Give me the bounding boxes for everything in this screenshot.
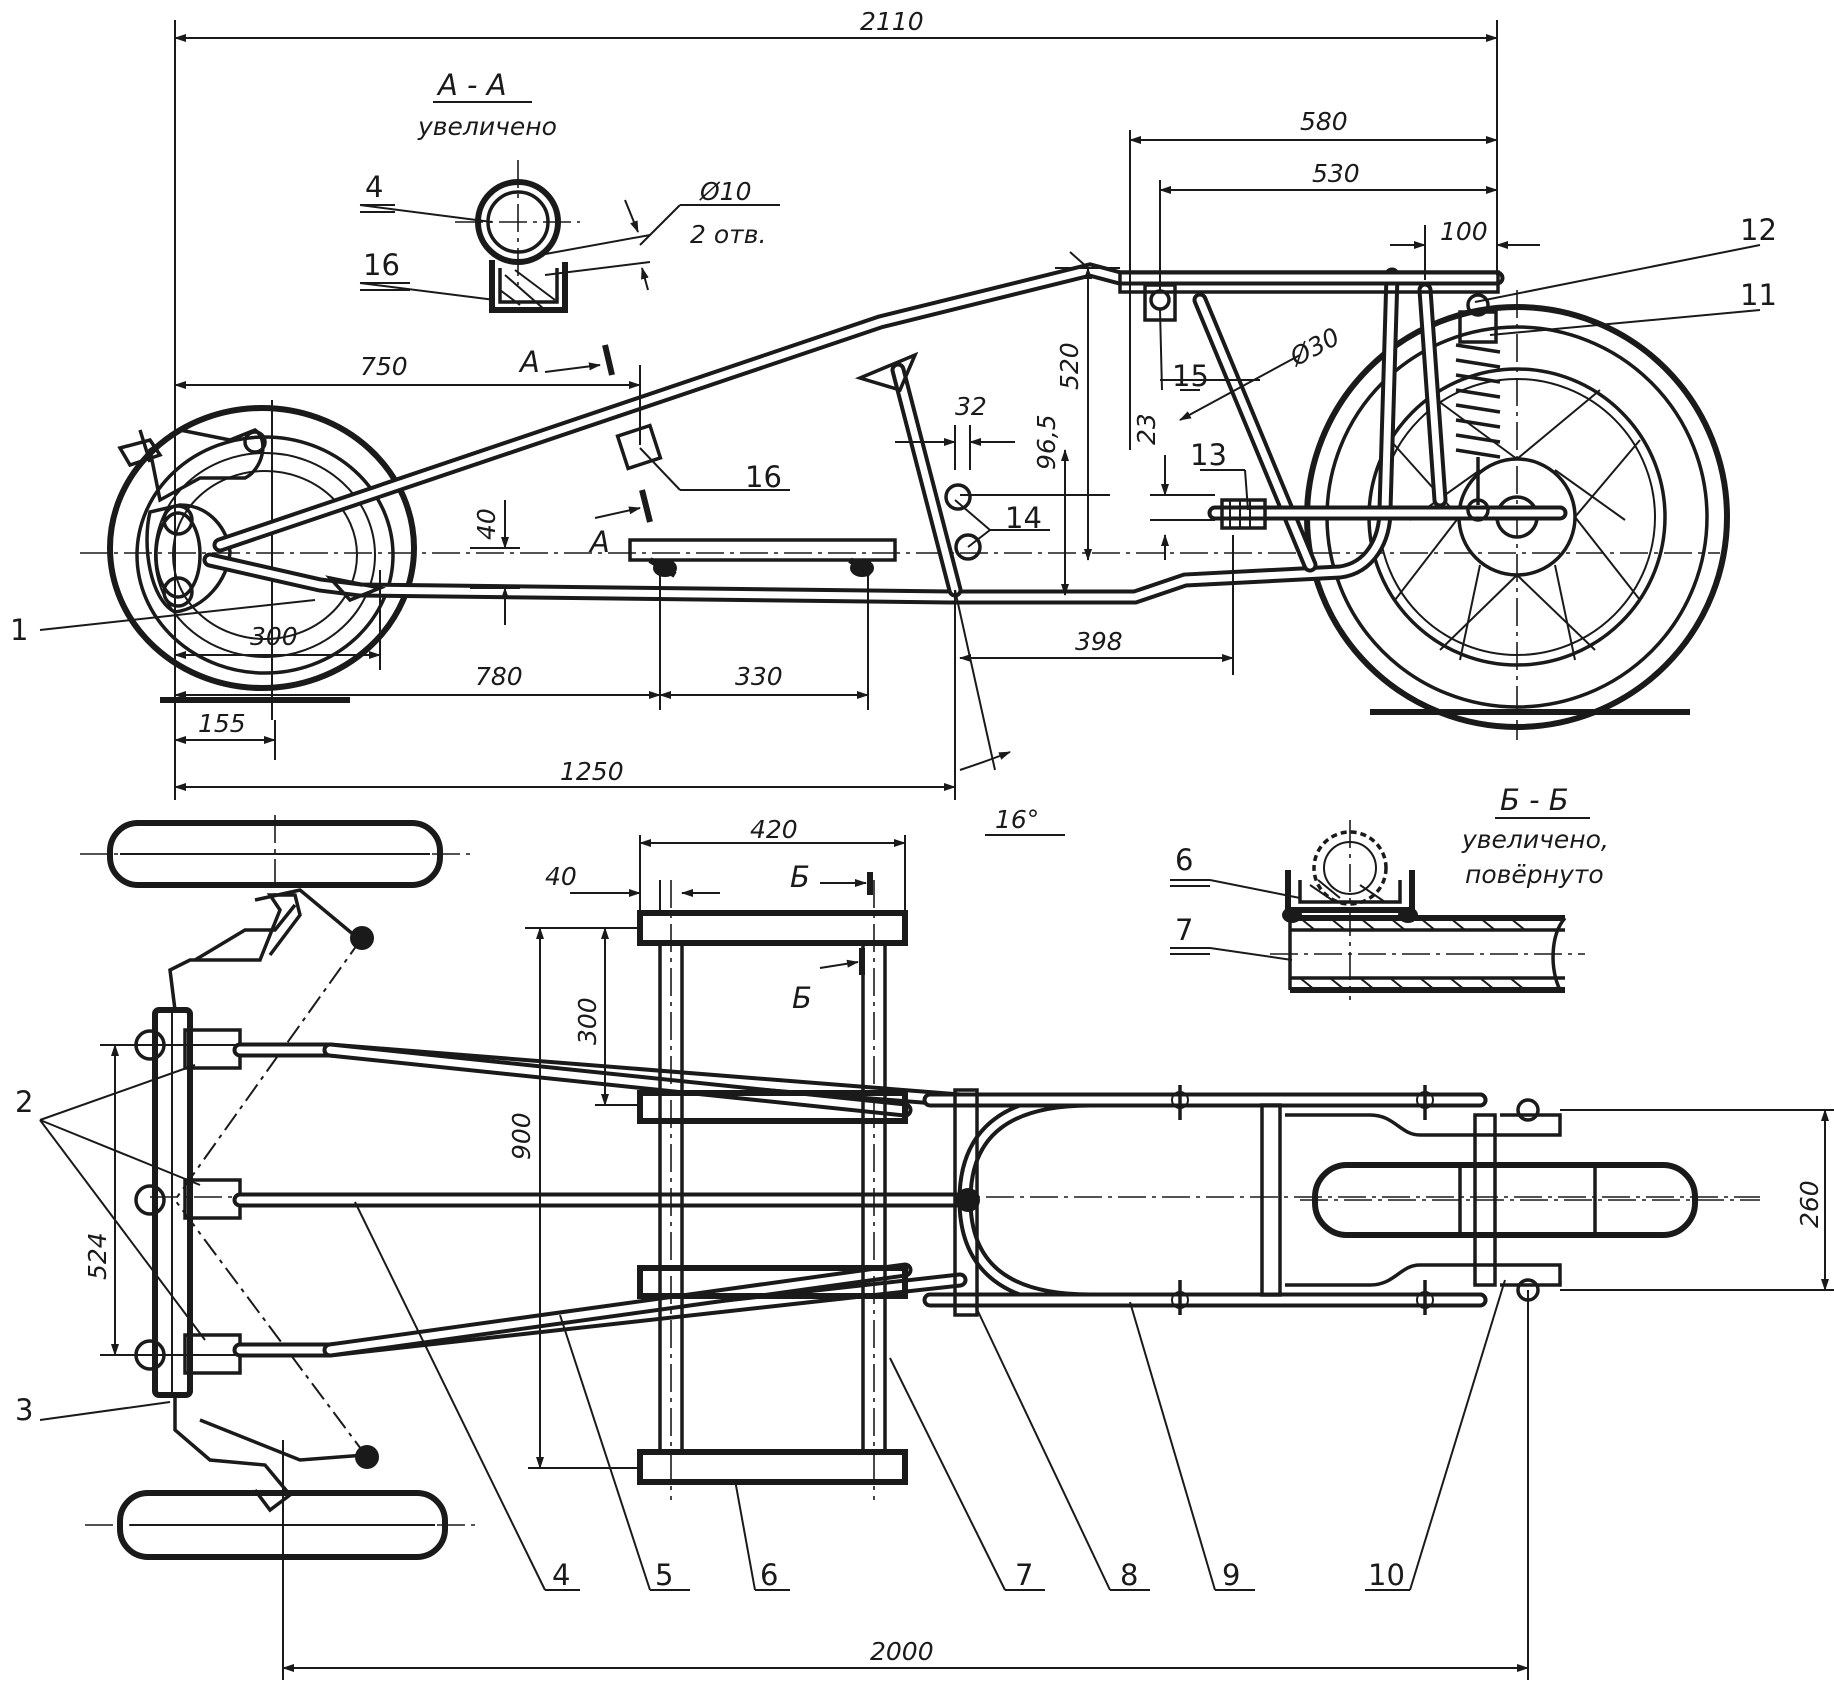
dim-96-5: 96,5 [1032,414,1061,470]
section-bb-part-7: 7 [1175,913,1193,947]
part-label-14: 14 [1005,501,1042,535]
dim-1250: 1250 [560,757,624,786]
dim-overall-length: 2110 [860,7,924,36]
dim-750: 750 [360,352,408,381]
section-aa-hole-dia: Ø10 [699,177,752,206]
front-wheel-side [107,400,417,720]
cut-b-bottom-label: Б [792,981,812,1015]
dim-580: 580 [1300,107,1348,136]
side-view: А А 2110 580 530 100 750 Ø30 520 32 96,5… [10,7,1777,836]
dim-angle-16: 16° [995,805,1039,834]
cut-a-bottom-label: А [588,525,610,559]
cut-a-top-label: А [518,345,540,379]
section-bb: Б - Б увеличено, повёрнуто 6 7 [1170,783,1609,1000]
cut-a-marks: А А [518,344,653,559]
shock-absorber [1455,293,1501,522]
section-aa-title: А - А [436,68,507,102]
rear-wheel-top [1300,1162,1760,1238]
part-label-12: 12 [1740,213,1777,247]
dim-2000: 2000 [870,1637,934,1666]
plan-view: Б Б 420 40 300 900 524 260 2000 [15,815,1834,1680]
dim-420: 420 [750,815,798,844]
part-label-9: 9 [1222,1558,1240,1592]
part-label-10: 10 [1368,1558,1405,1592]
dim-100: 100 [1440,217,1488,246]
dim-155: 155 [198,709,246,738]
section-aa-part-16: 16 [363,248,400,282]
dim-23: 23 [1132,413,1161,445]
part-label-7: 7 [1015,1558,1033,1592]
part-label-15: 15 [1172,359,1209,393]
section-bb-subtitle-2: повёрнуто [1465,860,1604,889]
dim-780: 780 [475,662,523,691]
part-label-2: 2 [15,1085,33,1119]
dim-260: 260 [1795,1180,1824,1228]
part-label-13: 13 [1190,438,1227,472]
dim-398: 398 [1075,627,1123,656]
part-label-16-side: 16 [745,460,782,494]
section-aa-subtitle: увеличено [417,112,557,141]
part-label-3: 3 [15,1393,33,1427]
section-bb-subtitle-1: увеличено, [1461,825,1609,854]
dim-300-side: 300 [250,622,298,651]
section-aa-hole-count: 2 отв. [690,220,766,249]
dim-32: 32 [955,392,987,421]
dim-300-plan: 300 [573,997,602,1045]
dim-40-plan: 40 [545,862,577,891]
plan-part-leaders [39,1064,1506,1591]
side-part-leaders [39,244,1761,631]
dim-520: 520 [1055,342,1084,390]
dim-530: 530 [1312,159,1360,188]
plan-view-dimensions [100,835,1834,1680]
frame-plan [232,1042,1562,1358]
part-label-4: 4 [552,1558,570,1592]
dim-40-side: 40 [472,508,501,540]
section-aa: А - А увеличено Ø10 2 отв. 4 16 [359,68,780,313]
section-bb-title: Б - Б [1500,783,1569,817]
section-aa-part-4: 4 [365,170,383,204]
section-bb-part-6: 6 [1175,843,1193,877]
part-label-8: 8 [1120,1558,1138,1592]
part-label-1: 1 [10,613,28,647]
dim-dia30: Ø30 [1284,322,1344,372]
part-label-11: 11 [1740,278,1777,312]
dim-524: 524 [83,1232,112,1280]
dim-900: 900 [507,1112,536,1160]
dim-330: 330 [735,662,783,691]
front-wheel-top [80,815,475,900]
side-view-dimensions [174,20,1540,836]
part-label-6: 6 [760,1558,778,1592]
part-label-5: 5 [655,1558,673,1592]
cut-b-top-label: Б [790,860,810,894]
seat-frame-plan [637,880,908,1500]
